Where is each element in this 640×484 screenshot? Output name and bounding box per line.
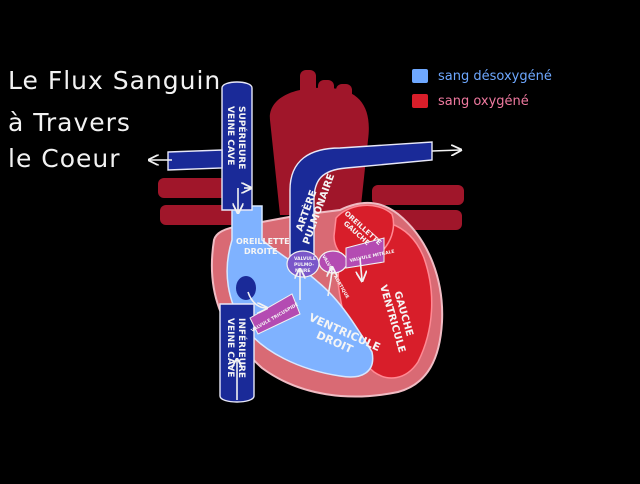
arrow-to-tricuspid	[247, 291, 266, 308]
arrow-pa-right	[431, 150, 460, 151]
pulmonary-artery-left-branch	[167, 149, 223, 171]
legend-swatch-oxygenated	[412, 94, 428, 108]
label-vcs-2: SUPÉRIEURE	[236, 106, 248, 169]
pulmonary-artery	[289, 141, 433, 263]
legend-label-oxygenated: sang oxygéné	[438, 93, 529, 109]
legend-deoxygenated: sang désoxygéné	[412, 68, 552, 84]
legend-label-deoxygenated: sang désoxygéné	[438, 68, 552, 84]
title-line-2: à Travers	[8, 108, 131, 137]
arrow-la-down	[360, 257, 362, 280]
legend-oxygenated: sang oxygéné	[412, 93, 529, 109]
right-atrium-opening	[236, 276, 256, 300]
label-vp-3: NAIRE	[295, 268, 310, 274]
arrow-lv-up	[328, 268, 332, 297]
label-vci-1: VEINE CAVE	[225, 318, 235, 377]
valve-tricuspid	[249, 293, 301, 335]
title-line-3: le Coeur	[8, 144, 121, 173]
label-vcs-1: VEINE CAVE	[225, 106, 235, 165]
title-line-1: Le Flux Sanguin	[8, 66, 222, 95]
valve-mitral	[345, 237, 385, 269]
inferior-vena-cava	[219, 303, 255, 403]
label-od-1: OREILLETTE	[236, 237, 290, 246]
flow-arrows	[150, 150, 460, 400]
legend-swatch-deoxygenated	[412, 69, 428, 83]
label-vp-1: VALVULE	[294, 256, 316, 262]
label-od-2: DROITE	[244, 247, 278, 256]
label-vci-2: INFÉRIEURE	[236, 318, 248, 378]
label-vp-2: PULMO-	[294, 262, 314, 268]
